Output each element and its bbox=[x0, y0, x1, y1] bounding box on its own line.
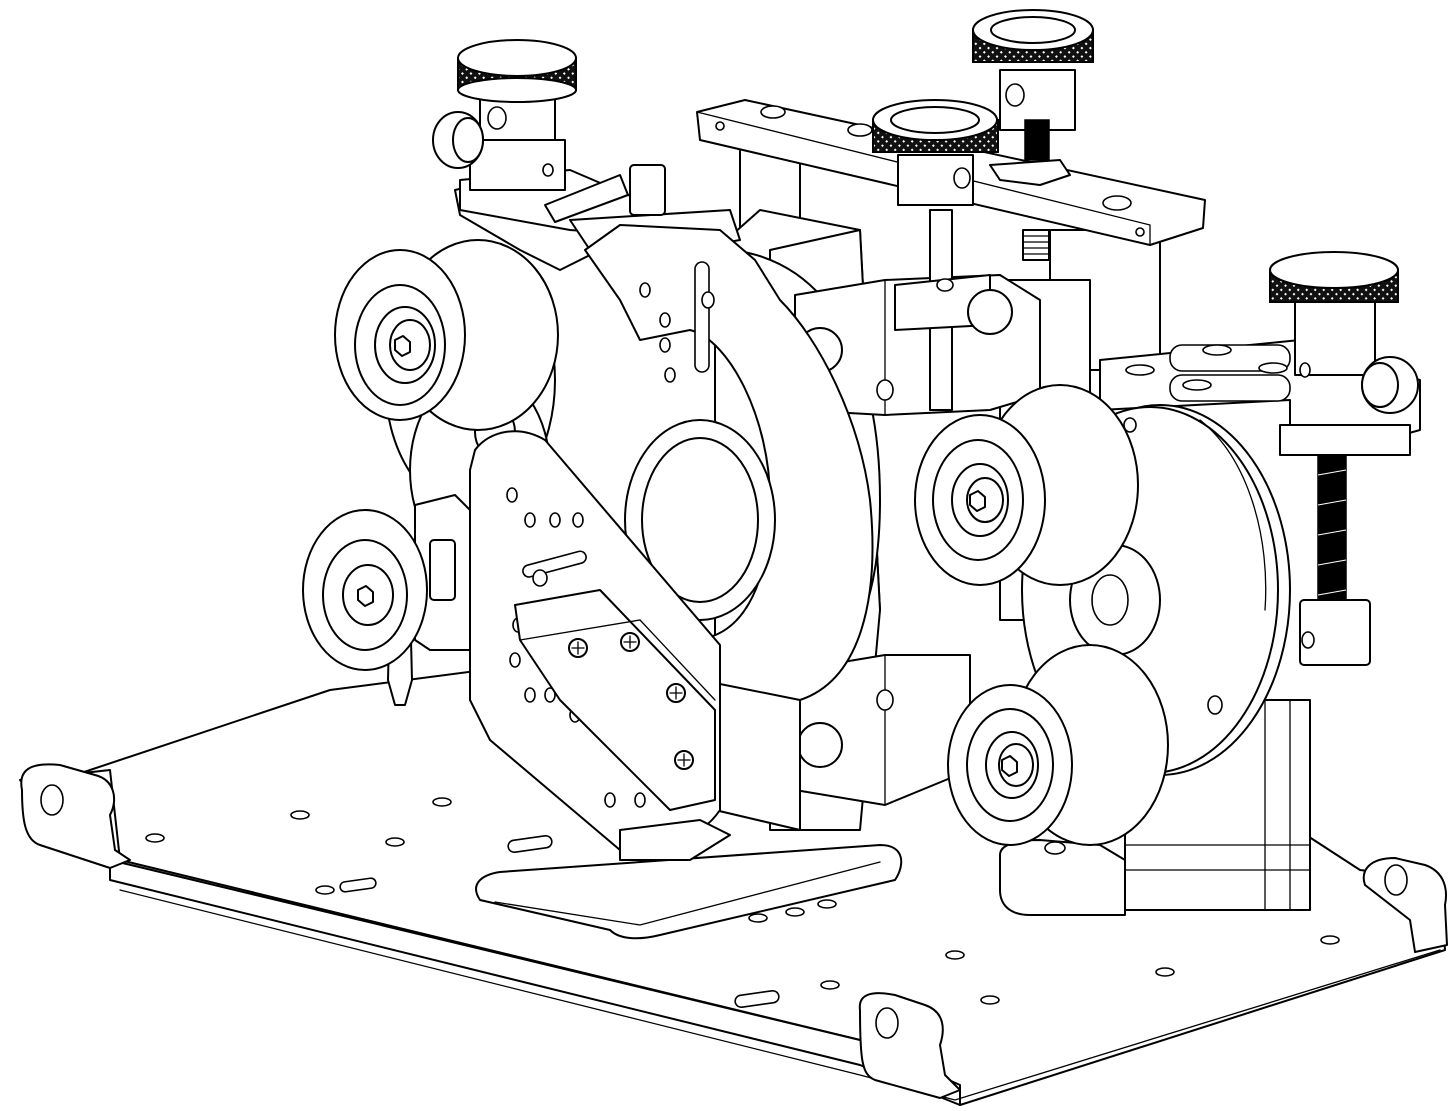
wheel-lower-right bbox=[947, 644, 1169, 846]
mounting-tab-right bbox=[1362, 857, 1448, 953]
lead-screw bbox=[1299, 454, 1371, 666]
wheel-upper-left bbox=[334, 239, 559, 431]
bracket-foot bbox=[619, 819, 731, 861]
mounting-tab-left bbox=[20, 763, 131, 869]
lower-block bbox=[794, 654, 971, 806]
knob-center bbox=[872, 99, 999, 206]
right-bracket bbox=[1099, 339, 1421, 456]
front-ring-bracket bbox=[584, 224, 874, 701]
knob-left bbox=[432, 39, 577, 191]
tensioner-arm bbox=[514, 589, 716, 811]
motor-foot bbox=[999, 839, 1126, 916]
knob-right bbox=[1269, 251, 1419, 414]
knob-top-right bbox=[972, 9, 1094, 186]
center-shaft bbox=[894, 209, 1013, 411]
wheel-center-right bbox=[914, 384, 1139, 586]
mounting-tab-front bbox=[858, 992, 961, 1099]
small-screw bbox=[1022, 229, 1050, 261]
wheel-lower-left bbox=[302, 509, 428, 671]
